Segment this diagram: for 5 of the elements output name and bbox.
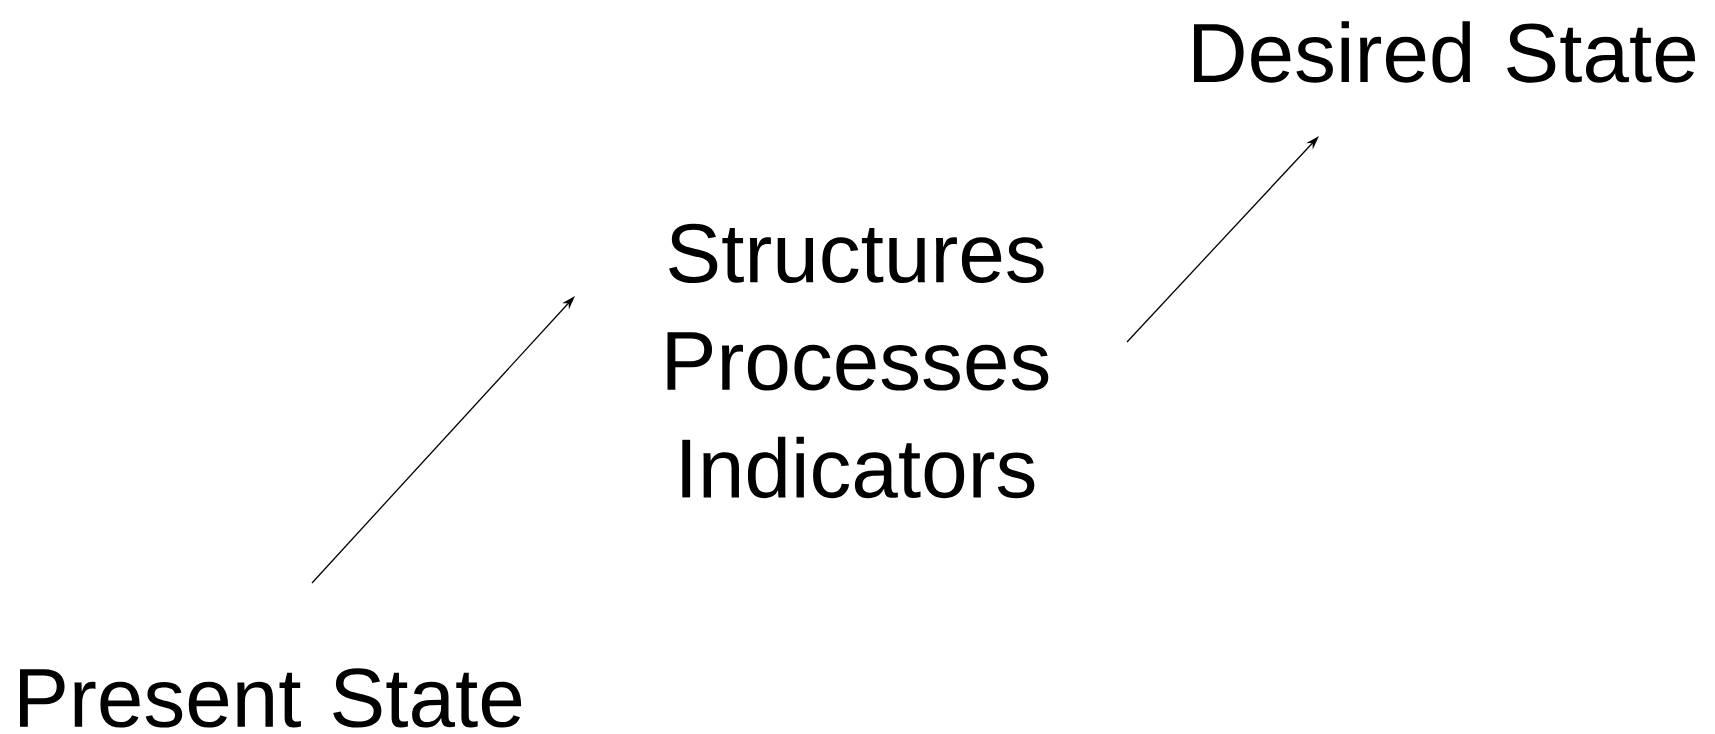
arrow: [311, 296, 575, 584]
state-label: Present State: [20, 668, 522, 728]
arrow: [1126, 136, 1319, 343]
state-label: Structures Processes Indicators: [667, 223, 1049, 499]
state-label: Desired State: [1194, 21, 1696, 83]
